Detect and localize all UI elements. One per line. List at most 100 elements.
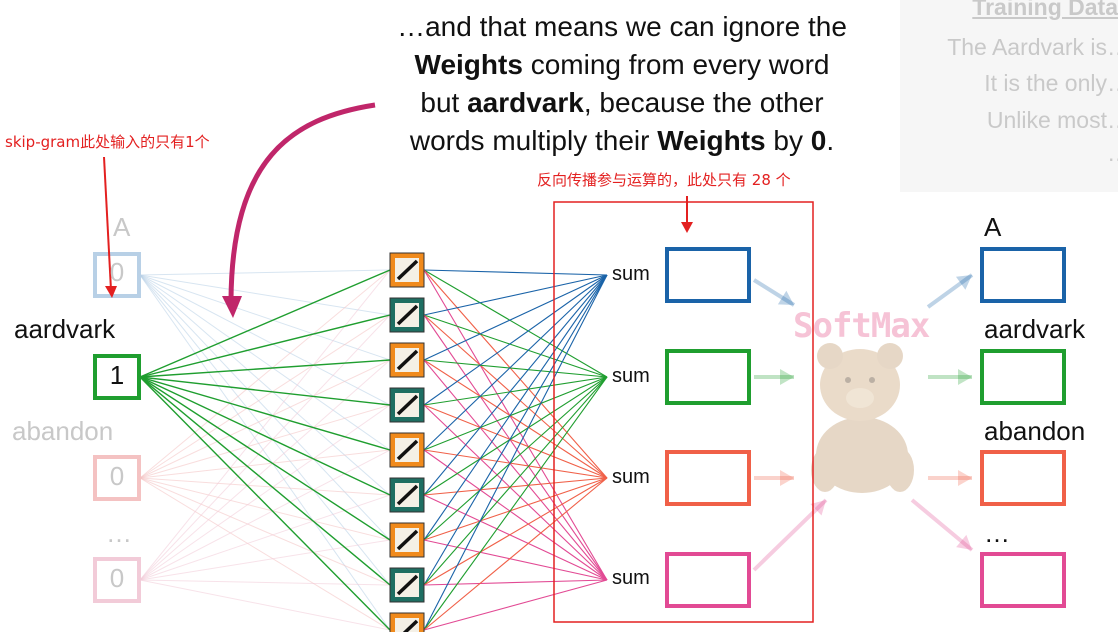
activation-sum-edge [423, 477, 608, 496]
activation-sum-edge [423, 359, 608, 479]
softmax-in-arrow [752, 498, 828, 572]
activation-sum-edge [423, 274, 608, 406]
identity-icon [402, 619, 419, 632]
input-box [93, 557, 141, 603]
activation-sum-edge [423, 449, 608, 479]
activation-sum-edge [423, 274, 608, 451]
activation-node [389, 522, 425, 558]
caption-line-4: words multiply their Weights by 0. [372, 122, 872, 160]
softmax-in-arrow-head [810, 500, 826, 516]
output-word-abandon: abandon [984, 416, 1086, 446]
faded-edge [139, 359, 391, 479]
caption-zero-bold: 0 [810, 125, 827, 156]
training-line-4: … [1107, 140, 1118, 167]
activation-node [389, 477, 425, 513]
activation-sum-edge [423, 539, 608, 581]
sum-box [665, 247, 751, 303]
caption-line-4-mid: by [765, 125, 811, 156]
softmax-out-arrow-head [956, 534, 972, 550]
aardvark-edge [139, 269, 391, 378]
softmax-out-arrow-head [955, 275, 972, 290]
activation-nodes [389, 252, 425, 632]
caption-weights-bold: Weights [414, 49, 523, 80]
output-word-a: A [984, 212, 1002, 242]
input-value-aardvark: 1 [109, 360, 125, 390]
faded-input-edges [139, 269, 391, 631]
skip-gram-annotation: skip-gram此处输入的只有1个 [5, 133, 210, 151]
activation-node [389, 432, 425, 468]
sum-label-1: sum [612, 263, 650, 285]
activation-sum-edge [423, 269, 608, 479]
identity-icon [396, 259, 419, 281]
input-box [93, 455, 141, 501]
caption-line-3: but aardvark, because the other [372, 84, 872, 122]
activation-sum-edge [423, 274, 608, 541]
activation-sum-edge [423, 376, 608, 406]
activation-sum-edge [423, 477, 608, 631]
input-boxes [93, 252, 141, 603]
activation-sum-edge [423, 579, 608, 586]
softmax-in-arrow-head [777, 290, 794, 305]
activation-to-sum-edges [423, 269, 608, 631]
sum-label-4: sum [612, 567, 650, 589]
sum-label-3: sum [612, 466, 650, 488]
faded-edge [139, 477, 391, 496]
faded-edge [139, 579, 391, 586]
caption-text: …and that means we can ignore the Weight… [372, 8, 872, 160]
faded-edge [139, 314, 391, 581]
caption-line-2: Weights coming from every word [372, 46, 872, 84]
output-box [980, 247, 1066, 303]
softmax-label: SoftMax [793, 306, 930, 346]
sum-box [665, 552, 751, 608]
aardvark-input-edges [139, 269, 391, 631]
activation-sum-edge [423, 579, 608, 631]
faded-edge [139, 269, 391, 581]
softmax-out-arrow [910, 498, 974, 552]
output-boxes [980, 247, 1066, 608]
faded-edge [139, 359, 391, 581]
aardvark-edge [139, 376, 391, 586]
caption-line-4-end: . [826, 125, 835, 156]
identity-icon [396, 394, 419, 416]
aardvark-edge [139, 376, 391, 496]
identity-icon [396, 484, 419, 506]
sum-label-2: sum [612, 365, 650, 387]
softmax-in-arrow-head [780, 470, 794, 486]
activation-sum-edge [423, 269, 608, 276]
softmax-arrows [752, 273, 974, 572]
aardvark-edge [139, 314, 391, 378]
softmax-out-arrow [926, 273, 974, 309]
faded-edge [139, 274, 391, 586]
activation-sum-edge [423, 274, 608, 631]
activation-sum-edge [423, 477, 608, 586]
faded-edge [139, 449, 391, 581]
caption-weights-bold-2: Weights [657, 125, 766, 156]
faded-edge [139, 579, 391, 631]
faded-edge [139, 274, 391, 316]
activation-node [389, 567, 425, 603]
activation-sum-edge [423, 314, 608, 479]
faded-edge [139, 449, 391, 479]
activation-sum-edge [423, 269, 608, 581]
faded-edge [139, 269, 391, 276]
faded-edge [139, 477, 391, 541]
input-box [93, 354, 141, 400]
input-value-abandon: 0 [109, 461, 125, 491]
input-word-a: A [113, 212, 131, 242]
aardvark-edge [139, 376, 391, 406]
faded-edge [139, 477, 391, 631]
aardvark-edge [139, 376, 391, 451]
activation-sum-edge [423, 376, 608, 631]
activation-sum-edge [423, 376, 608, 451]
caption-line-1: …and that means we can ignore the [397, 11, 847, 42]
softmax-out-arrow-head [958, 369, 972, 385]
aardvark-edge [139, 376, 391, 631]
activation-sum-edge [423, 274, 608, 496]
activation-sum-edge [423, 449, 608, 581]
caption-line-3-start: but [420, 87, 468, 118]
curved-pointer-arrow [222, 102, 376, 318]
faded-edge [139, 274, 391, 631]
annotation-arrows [103, 156, 693, 298]
activation-sum-edge [423, 404, 608, 581]
